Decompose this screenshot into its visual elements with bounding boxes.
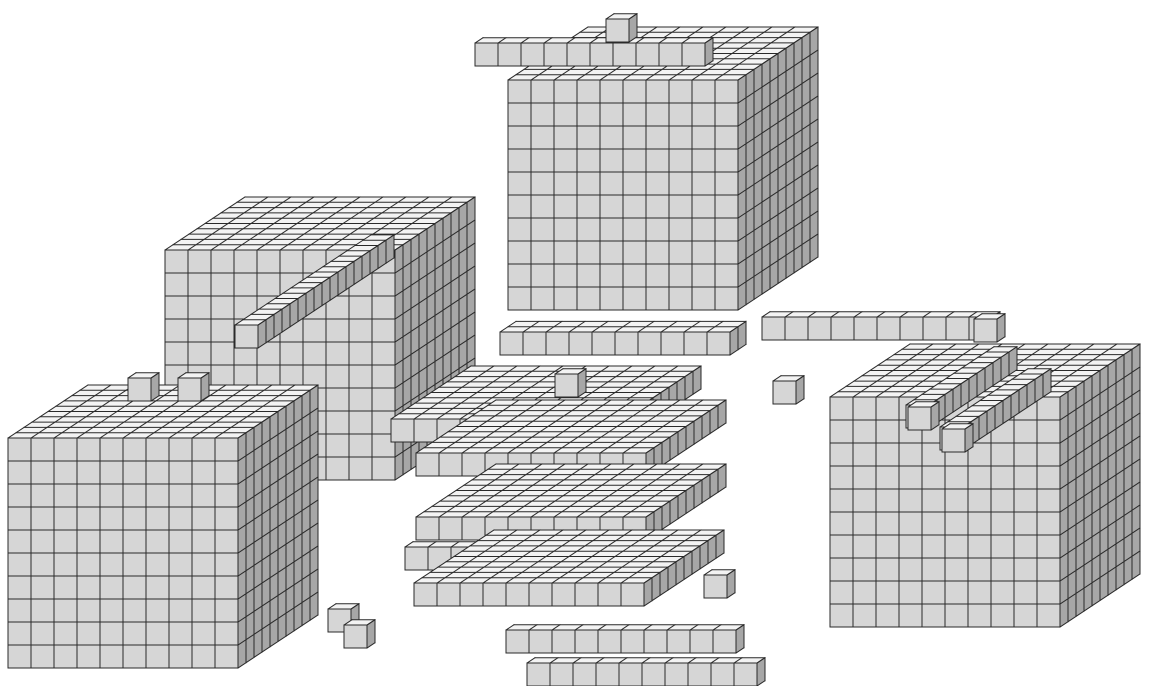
ten-rod: [178, 373, 209, 401]
ten-rod: [942, 424, 973, 452]
unit-cube: [773, 376, 804, 404]
ten-rod: [908, 402, 939, 430]
ten-rod: [527, 658, 765, 686]
hundred-flat: [500, 321, 746, 355]
unit-cube: [555, 369, 586, 397]
ten-rod: [704, 570, 735, 598]
ten-rod: [128, 373, 159, 401]
ten-rod: [762, 312, 1000, 340]
unit-cube: [606, 14, 637, 42]
thousand-cube: [974, 314, 1005, 342]
thousand-cube: [508, 27, 818, 310]
unit-cube: [344, 620, 375, 648]
ten-rod: [506, 625, 744, 653]
thousand-cube: [8, 385, 318, 668]
ten-rod: [475, 38, 713, 66]
